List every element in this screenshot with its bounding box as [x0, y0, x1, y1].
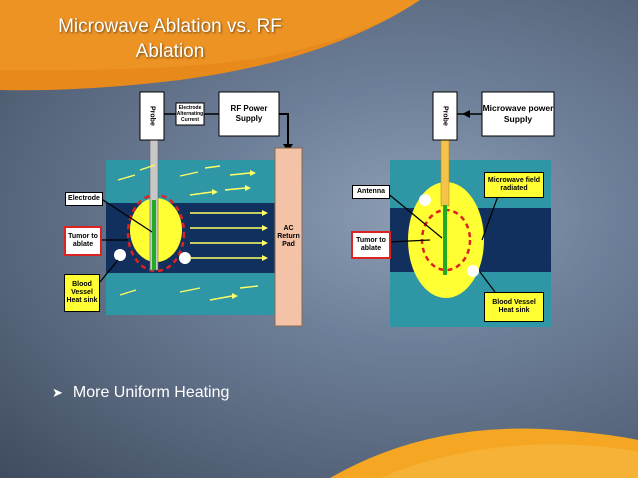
rf-probe-box — [139, 91, 165, 141]
mw-power-box — [481, 91, 555, 137]
bullet-text: More Uniform Heating — [72, 384, 230, 401]
mw-antenna-tip — [443, 205, 447, 275]
mw-vessel-label: Blood Vessel Heat sink — [484, 292, 544, 322]
rf-return-pad-label: AC Return Pad — [277, 225, 300, 248]
mw-field-label: Microwave field radiated — [484, 172, 544, 198]
slide-title: Microwave Ablation vs. RF Ablation — [58, 16, 282, 62]
mw-power-label: Microwave power Supply — [482, 103, 554, 124]
mw-tumor-label: Tumor to ablate — [351, 231, 391, 259]
mw-vessel-bubble — [419, 194, 431, 206]
rf-vessel-bubble-2 — [179, 252, 191, 264]
rf-probe-label: Probe — [148, 106, 156, 126]
rf-vessel-bubble — [114, 249, 126, 261]
rf-electrode-tip — [152, 200, 156, 270]
rf-arrow-heads — [212, 170, 268, 299]
mw-probe-label: Probe — [441, 106, 449, 126]
rf-electrode-label: Electrode — [65, 192, 103, 206]
mw-probe-box — [432, 91, 458, 141]
rf-power-box — [218, 91, 280, 137]
rf-current-label: Electrode Alternating Current — [176, 105, 204, 123]
rf-vessel-label: Blood Vessel Heat sink — [64, 274, 100, 312]
mw-probe-shaft — [440, 139, 450, 207]
rf-return-pad — [274, 147, 303, 327]
mw-antenna-label: Antenna — [352, 185, 390, 199]
arrow-bullet-icon: ➤ — [52, 385, 63, 400]
rf-current-arrows — [117, 164, 262, 301]
rf-power-label: RF Power Supply — [230, 104, 268, 123]
bullet-point: ➤ More Uniform Heating — [52, 384, 229, 402]
rf-tumor-label: Tumor to ablate — [64, 226, 102, 256]
mw-vessel-bubble-2 — [467, 265, 479, 277]
